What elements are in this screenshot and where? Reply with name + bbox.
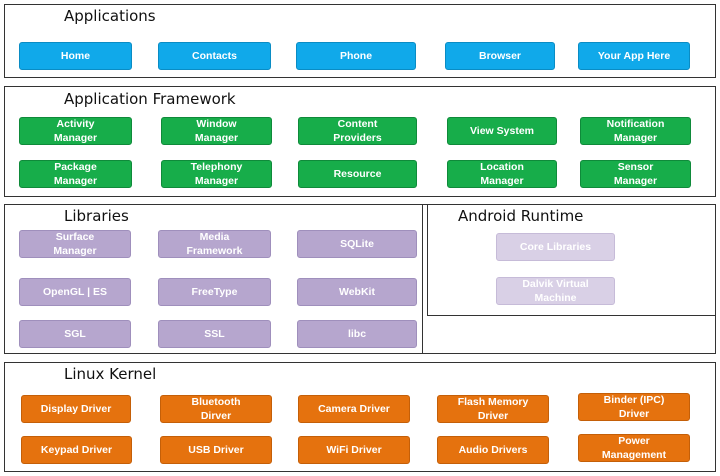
fw-package-manager: Package Manager <box>19 160 132 188</box>
lib-libc: libc <box>297 320 417 348</box>
lib-sgl: SGL <box>19 320 131 348</box>
kn-usb-driver: USB Driver <box>160 436 272 464</box>
lib-sqlite: SQLite <box>297 230 417 258</box>
kn-flash-memory-driver: Flash Memory Driver <box>437 395 549 423</box>
kn-audio-drivers: Audio Drivers <box>437 436 549 464</box>
kn-wifi-driver: WiFi Driver <box>298 436 410 464</box>
kn-keypad-driver: Keypad Driver <box>21 436 132 464</box>
applications-title: Applications <box>64 7 156 25</box>
rt-dalvik-vm: Dalvik Virtual Machine <box>496 277 615 305</box>
app-your-app-here: Your App Here <box>578 42 690 70</box>
fw-window-manager: Window Manager <box>161 117 272 145</box>
fw-resource: Resource <box>298 160 417 188</box>
runtime-title: Android Runtime <box>458 207 584 225</box>
app-phone: Phone <box>296 42 416 70</box>
kn-binder-ipc-driver: Binder (IPC) Driver <box>578 393 690 421</box>
fw-content-providers: Content Providers <box>298 117 417 145</box>
lib-surface-manager: Surface Manager <box>19 230 131 258</box>
libraries-title: Libraries <box>64 207 129 225</box>
lib-opengl-es: OpenGL | ES <box>19 278 131 306</box>
fw-location-manager: Location Manager <box>447 160 557 188</box>
app-contacts: Contacts <box>158 42 271 70</box>
fw-sensor-manager: Sensor Manager <box>580 160 691 188</box>
lib-media-framework: Media Framework <box>158 230 271 258</box>
kn-display-driver: Display Driver <box>21 395 131 423</box>
lib-freetype: FreeType <box>158 278 271 306</box>
fw-activity-manager: Activity Manager <box>19 117 132 145</box>
fw-telephony-manager: Telephony Manager <box>161 160 272 188</box>
kn-bluetooth-driver: Bluetooth Dirver <box>160 395 272 423</box>
lib-ssl: SSL <box>158 320 271 348</box>
app-home: Home <box>19 42 132 70</box>
fw-view-system: View System <box>447 117 557 145</box>
rt-core-libraries: Core Libraries <box>496 233 615 261</box>
kernel-title: Linux Kernel <box>64 365 157 383</box>
app-browser: Browser <box>445 42 555 70</box>
kn-power-management: Power Management <box>578 434 690 462</box>
fw-notification-manager: Notification Manager <box>580 117 691 145</box>
kn-camera-driver: Camera Driver <box>298 395 410 423</box>
lib-webkit: WebKit <box>297 278 417 306</box>
framework-title: Application Framework <box>64 90 236 108</box>
